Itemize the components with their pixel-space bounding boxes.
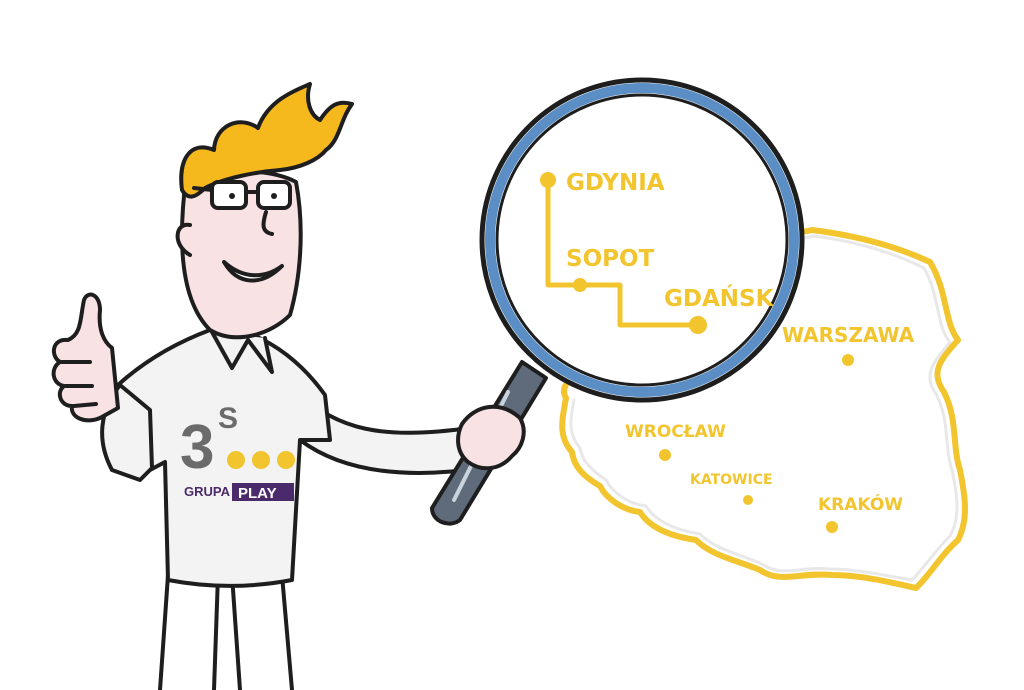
magnifier-rim (485, 83, 799, 397)
magnifier-lens (479, 77, 805, 403)
character-head (179, 168, 303, 340)
character-nose (261, 210, 274, 236)
city-dot-gdansk (689, 316, 707, 334)
character-glasses-bridge (192, 186, 260, 194)
shirt-logo: 3 S GRUPA PLAY (180, 402, 295, 502)
city-label-sopot: SOPOT (566, 246, 655, 272)
city-dot-gdynia (540, 172, 556, 188)
city-dot-krakow (826, 521, 838, 533)
city-label-katowice: KATOWICE (690, 472, 773, 488)
logo-brand-label: PLAY (238, 485, 277, 502)
city-dot-katowice (743, 495, 753, 505)
logo-dot-2 (252, 451, 270, 469)
logo-dot-3 (277, 451, 295, 469)
character (51, 82, 484, 690)
magnifying-glass-icon: GDYNIA SOPOT GDAŃSK (430, 77, 805, 526)
character-smile (222, 260, 284, 283)
character-glasses-left-lens (210, 180, 248, 210)
magnifier-inner-edge (495, 93, 789, 387)
logo-superscript: S (218, 402, 238, 435)
city-label-warszawa: WARSZAWA (782, 323, 915, 347)
city-dot-wroclaw (659, 449, 671, 461)
logo-number: 3 (180, 413, 214, 482)
thumbs-up-icon (51, 292, 120, 423)
character-shirt (116, 328, 332, 588)
character-collar (210, 330, 274, 374)
character-right-hand (456, 404, 526, 471)
city-label-gdansk: GDAŃSK (664, 284, 775, 312)
character-hair (179, 82, 354, 199)
city-dot-sopot (573, 278, 587, 292)
character-eye-right (271, 193, 277, 199)
poland-map-outline (559, 225, 968, 591)
city-label-krakow: KRAKÓW (818, 493, 903, 515)
city-label-gdynia: GDYNIA (566, 170, 665, 196)
logo-group-label: GRUPA (184, 484, 231, 499)
character-legs (158, 573, 294, 690)
tricity-route (545, 177, 701, 328)
character-eye-left (229, 193, 235, 199)
logo-dot-1 (227, 451, 245, 469)
character-ear (175, 222, 192, 257)
poland-map-outline-shadow (569, 233, 959, 582)
logo-brand-badge (232, 483, 294, 501)
city-label-wroclaw: WROCŁAW (625, 422, 726, 442)
city-dot-warszawa (842, 354, 854, 366)
poland-map-icon: WARSZAWA WROCŁAW KATOWICE KRAKÓW (559, 225, 968, 591)
